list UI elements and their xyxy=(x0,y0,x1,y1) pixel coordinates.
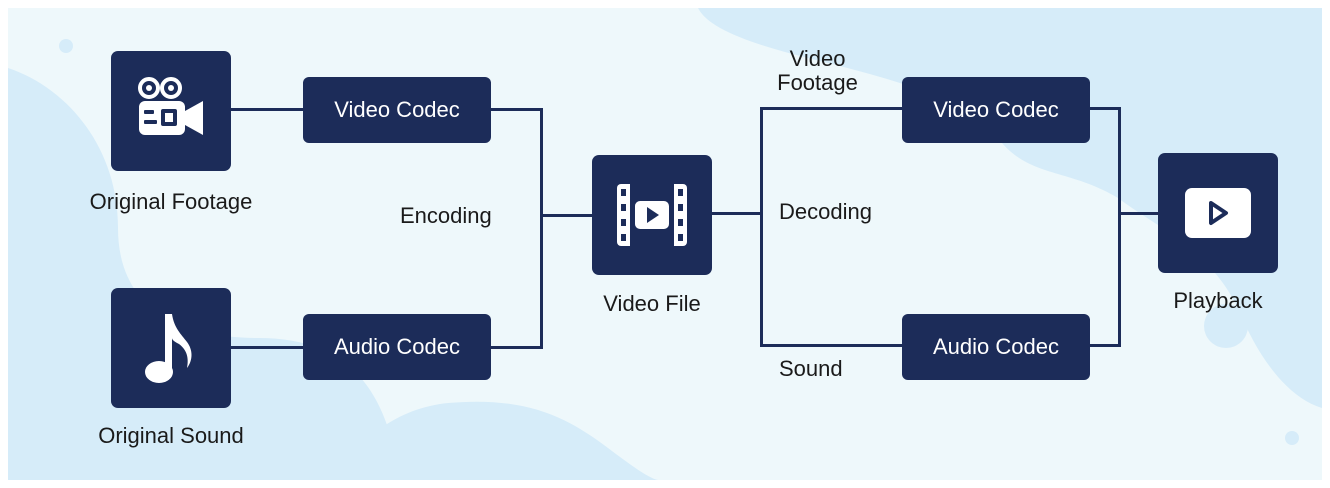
video-footage-branch-label: Video Footage xyxy=(777,46,858,95)
original-footage-tile xyxy=(111,51,231,171)
connector-encode-to-file xyxy=(540,214,592,217)
connector-sound-to-codec xyxy=(231,346,303,349)
connector-video-codec-to-play xyxy=(1090,107,1121,110)
connector-decode-to-audio-codec xyxy=(760,344,902,347)
connector-footage-to-codec xyxy=(231,108,303,111)
video-camera-icon xyxy=(138,77,203,135)
playback-label: Playback xyxy=(1173,288,1263,313)
connector-bus-to-playback xyxy=(1118,212,1158,215)
play-button-icon xyxy=(1185,188,1251,238)
connector-file-to-decode xyxy=(711,212,763,215)
original-sound-tile xyxy=(111,288,231,408)
connector-encode-bus xyxy=(540,108,543,349)
original-footage-label: Original Footage xyxy=(89,189,253,214)
connector-decode-bus xyxy=(760,107,763,347)
encoding-label: Encoding xyxy=(400,203,492,228)
decode-audio-codec-box: Audio Codec xyxy=(902,314,1090,380)
connector-video-codec-out xyxy=(491,108,543,111)
decoding-label: Decoding xyxy=(779,199,872,224)
decode-video-codec-box: Video Codec xyxy=(902,77,1090,143)
music-note-icon xyxy=(145,314,192,383)
video-file-tile xyxy=(592,155,712,275)
encode-audio-codec-box: Audio Codec xyxy=(303,314,491,380)
original-sound-label: Original Sound xyxy=(98,423,244,448)
video-file-label: Video File xyxy=(603,291,701,316)
sound-branch-label: Sound xyxy=(779,356,843,381)
connector-decode-to-video-codec xyxy=(760,107,902,110)
playback-tile xyxy=(1158,153,1278,273)
encode-video-codec-box: Video Codec xyxy=(303,77,491,143)
connector-playback-bus xyxy=(1118,107,1121,347)
connector-audio-codec-to-play xyxy=(1090,344,1121,347)
connector-audio-codec-out xyxy=(491,346,543,349)
film-strip-icon xyxy=(617,184,687,246)
